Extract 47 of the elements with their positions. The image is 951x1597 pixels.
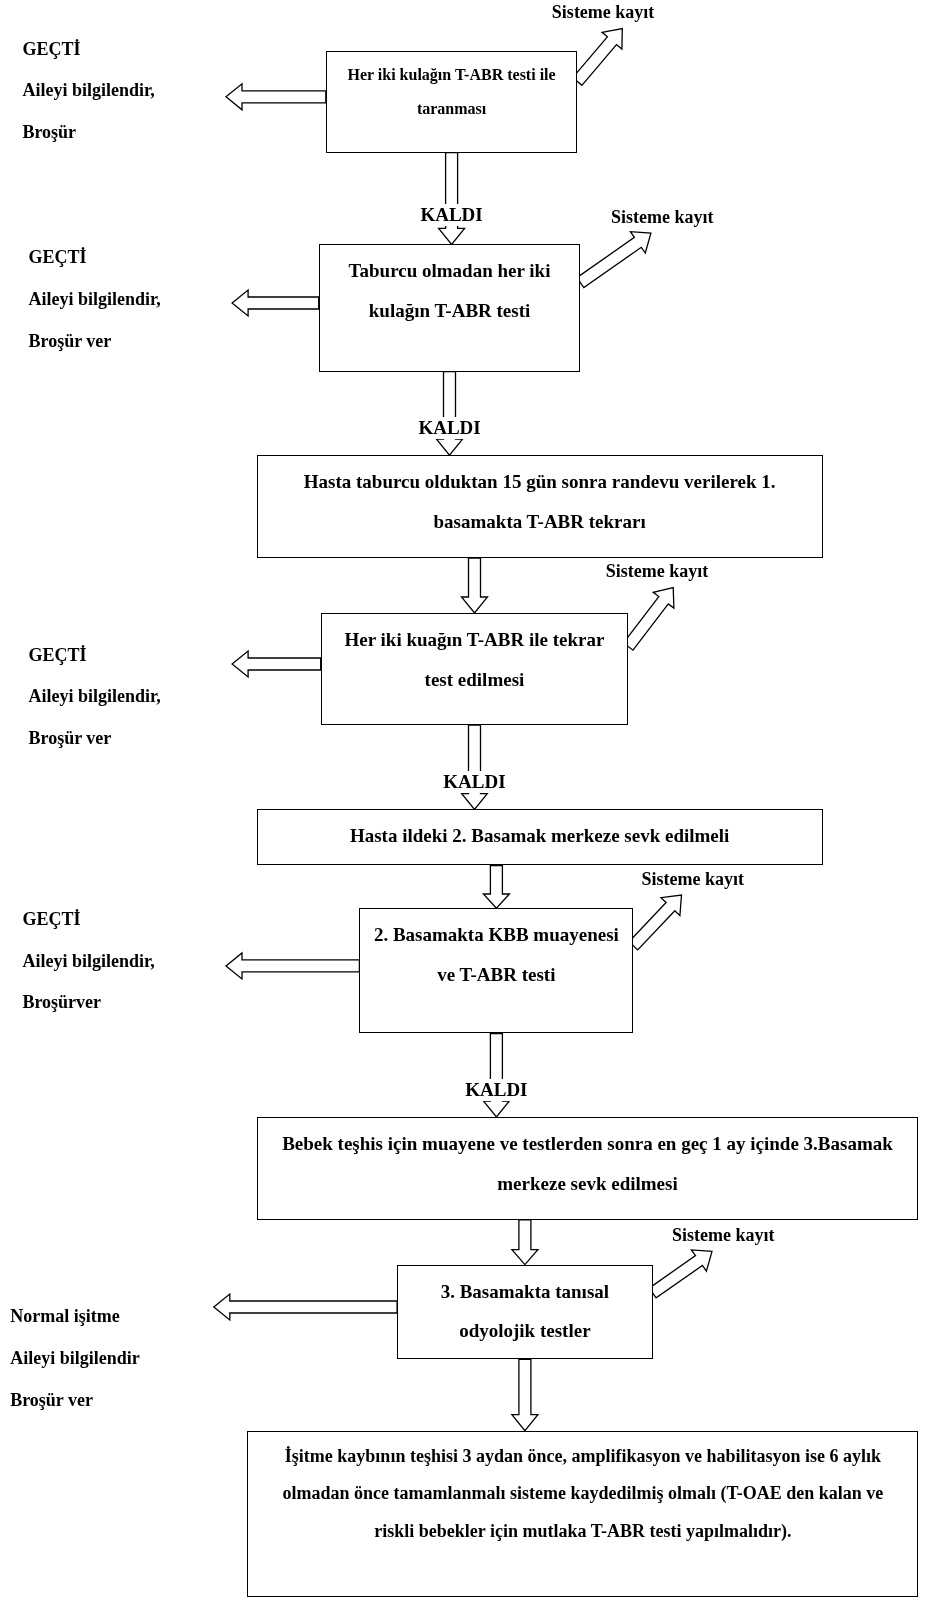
box-text: Hasta taburcu olduktan 15 gün sonra randevu verilerek 1. basamakta T-ABR tekrarı [302, 470, 777, 534]
result-text: Aileyi bilgilendir, [28, 289, 161, 311]
hollow-arrow [481, 864, 511, 910]
box-text: Taburcu olmadan her iki kulağın T-ABR testi [347, 259, 552, 324]
hollow-arrow [231, 649, 322, 679]
hollow-arrow [224, 951, 361, 981]
result-text: Broşür [22, 121, 77, 144]
box-text: 3. Basamakta tanısal odyolojik testler [439, 1279, 611, 1344]
hollow-arrow [212, 1292, 398, 1322]
record-note: Sisteme kayıt [641, 868, 744, 891]
result-heading: GEÇTİ [28, 644, 87, 667]
box-text: 2. Basamakta KBB muayenesi ve T-ABR testi [372, 923, 620, 988]
result-text: Broşür ver [28, 727, 112, 750]
hollow-arrow [224, 82, 327, 112]
process-box [320, 612, 629, 725]
process-box [256, 455, 823, 558]
process-box [397, 1264, 653, 1360]
hollow-arrow [510, 1358, 540, 1432]
process-box [318, 244, 581, 372]
record-note: Sisteme kayıt [672, 1224, 775, 1247]
process-box [359, 908, 634, 1034]
box-text: Her iki kuağın T-ABR ile tekrar test edilmesi [343, 627, 606, 692]
record-note: Sisteme kayıt [551, 2, 655, 24]
result-heading: GEÇTİ [28, 247, 87, 269]
result-text: Broşürver [22, 992, 102, 1015]
result-text: Aileyi bilgilendir [10, 1347, 140, 1370]
process-box [256, 1116, 919, 1220]
result-text: Aileyi bilgilendir, [22, 950, 155, 973]
box-text: İşitme kaybının teşhisi 3 aydan önce, amplifikasyon ve habilitasyon ise 6 aylık olmadan önce tamamlanmalı sisteme kaydedilmiş olmalı (T-OAE den kalan ve riskli bebekler için mutlaka T-ABR testi yapılmalıdır). [281, 1444, 885, 1544]
result-text: Aileyi bilgilendir, [28, 686, 161, 708]
hollow-arrow [460, 557, 489, 615]
result-text: Broşür ver [10, 1389, 93, 1412]
result-heading: GEÇTİ [22, 909, 81, 931]
process-box [325, 50, 578, 153]
process-box [256, 809, 823, 866]
hollow-arrow [510, 1219, 540, 1266]
box-text: Hasta ildeki 2. Basamak merkeze sevk edilmeli [349, 824, 730, 849]
record-note: Sisteme kayıt [605, 561, 709, 583]
hollow-arrow [231, 288, 320, 318]
result-heading: GEÇTİ [22, 38, 81, 61]
box-text: Bebek teşhis için muayene ve testlerden sonra en geç 1 ay içinde 3.Basamak merkeze sevk edilmesi [281, 1131, 894, 1196]
process-box [247, 1430, 919, 1597]
result-text: Broşür ver [28, 330, 112, 353]
result-heading: Normal işitme [10, 1306, 120, 1328]
result-text: Aileyi bilgilendir, [22, 80, 155, 102]
box-text: Her iki kulağın T-ABR testi ile taranması [346, 64, 557, 119]
record-note: Sisteme kayıt [610, 206, 714, 229]
